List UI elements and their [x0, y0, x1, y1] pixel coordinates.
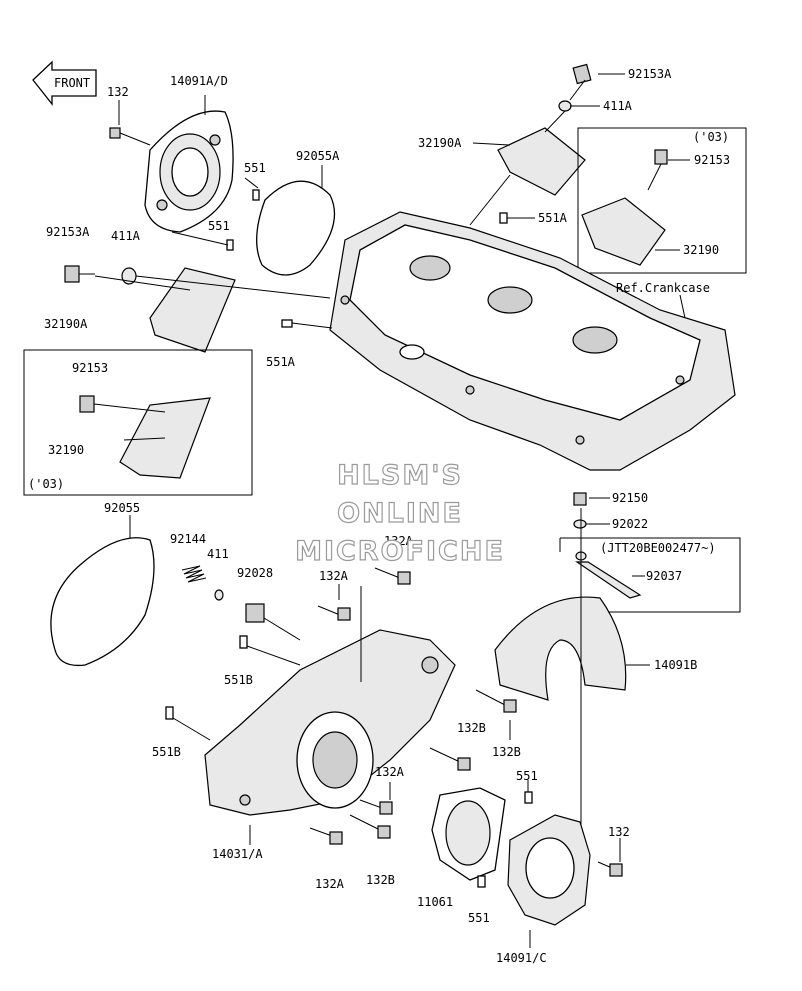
dowel-551-c-part	[524, 791, 533, 804]
case-14031a-part	[204, 629, 456, 816]
dowel-551a-l-part	[281, 319, 293, 328]
bolt-92153-r-part	[647, 149, 668, 191]
bracket-32190a-l-part	[149, 267, 236, 353]
label-14031a: 14031/A	[212, 847, 263, 861]
front-arrow-icon: FRONT	[32, 60, 97, 106]
label-92037: 92037	[646, 569, 682, 583]
label-411: 411	[207, 547, 229, 561]
label-551-a: 551	[244, 161, 266, 175]
label-32190a-l: 32190A	[44, 317, 88, 331]
label-411a-l: 411A	[111, 229, 141, 243]
watermark-line-2: ONLINE	[337, 498, 463, 529]
label-ref-crankcase: Ref.Crankcase	[616, 281, 710, 295]
label-11061: 11061	[417, 895, 453, 909]
bracket-32190-r-part	[581, 197, 666, 266]
variant-box-03-r	[577, 127, 747, 274]
label-551-b: 551	[208, 219, 230, 233]
oring-92055-part	[50, 537, 155, 667]
label-03-r: ('03)	[693, 130, 729, 144]
gasket-11061-hole	[445, 800, 491, 866]
label-132a-2: 132A	[319, 569, 349, 583]
washer-411a-r-part	[558, 100, 572, 112]
label-132a-3: 132A	[375, 765, 405, 779]
label-551b-2: 551B	[152, 745, 181, 759]
washer-411-part	[214, 589, 224, 601]
label-32190a-r: 32190A	[418, 136, 462, 150]
label-132-tl: 132	[107, 85, 129, 99]
label-551a-l: 551A	[266, 355, 296, 369]
bolt-92153-l-part	[79, 395, 95, 413]
bolt-132a-2-part	[317, 605, 351, 621]
oring-92055a-part	[256, 180, 336, 276]
variant-box-jtt	[560, 537, 741, 613]
plug-92028-part	[245, 603, 265, 623]
label-132b-1: 132B	[457, 721, 486, 735]
bolt-92153a-l-part	[64, 265, 95, 283]
label-132b-3: 132B	[366, 873, 395, 887]
label-03-l: ('03)	[28, 477, 64, 491]
strap-92037-part	[575, 561, 642, 599]
label-551-c: 551	[516, 769, 538, 783]
bolt-132b-2-part	[429, 747, 471, 771]
dowel-551-a-part	[252, 189, 260, 201]
cover-14091ad-part	[144, 110, 234, 233]
label-14091ad: 14091A/D	[170, 74, 228, 88]
heatshield-14091b-part	[494, 596, 627, 701]
label-jtt: (JTT20BE002477~)	[600, 541, 716, 555]
label-92153a-r: 92153A	[628, 67, 672, 81]
bolt-132a-1-part	[374, 567, 411, 585]
bolt-132a-3-part	[359, 799, 393, 815]
label-92150: 92150	[612, 491, 648, 505]
crankcase-part	[329, 211, 736, 471]
label-92022: 92022	[612, 517, 648, 531]
dowel-551-d-part	[477, 875, 486, 888]
label-92055a: 92055A	[296, 149, 340, 163]
bolt-132b-3-part	[349, 814, 391, 839]
dowel-551b-1-part	[239, 635, 248, 649]
label-551a-r: 551A	[538, 211, 568, 225]
variant-box-03-l	[23, 349, 253, 496]
label-14091b: 14091B	[654, 658, 697, 672]
label-32190-r: 32190	[683, 243, 719, 257]
label-551b-1: 551B	[224, 673, 253, 687]
bolt-132a-4-part	[309, 827, 343, 845]
dowel-551b-2-part	[165, 706, 174, 720]
label-132b-2: 132B	[492, 745, 521, 759]
watermark-line-3: MICROFICHE	[295, 536, 505, 567]
bracket-32190a-r-part	[497, 127, 586, 196]
watermark-line-1: HLSM'S	[337, 460, 463, 491]
bolt-92150-part	[573, 492, 587, 506]
label-92153a-l: 92153A	[46, 225, 90, 239]
label-92153-l: 92153	[72, 361, 108, 375]
label-411a-r: 411A	[603, 99, 633, 113]
front-badge-text: FRONT	[54, 76, 90, 90]
bolt-92153a-r-part	[569, 63, 592, 101]
cover-14091c-part	[507, 814, 591, 926]
label-92153-r: 92153	[694, 153, 730, 167]
label-132a-4: 132A	[315, 877, 345, 891]
label-92144: 92144	[170, 532, 206, 546]
label-92055: 92055	[104, 501, 140, 515]
label-132a-1: 132A	[384, 534, 414, 548]
label-551-d: 551	[468, 911, 490, 925]
bolt-132-tl-part	[109, 127, 151, 146]
spring-92144-part	[181, 565, 207, 583]
washer-92022-part	[573, 519, 587, 529]
label-132-br: 132	[608, 825, 630, 839]
label-32190-l: 32190	[48, 443, 84, 457]
dowel-551a-r-part	[499, 212, 508, 224]
label-14091c: 14091/C	[496, 951, 547, 965]
label-92028: 92028	[237, 566, 273, 580]
bolt-132b-1-part	[475, 689, 517, 713]
bolt-132-br-part	[597, 861, 623, 877]
